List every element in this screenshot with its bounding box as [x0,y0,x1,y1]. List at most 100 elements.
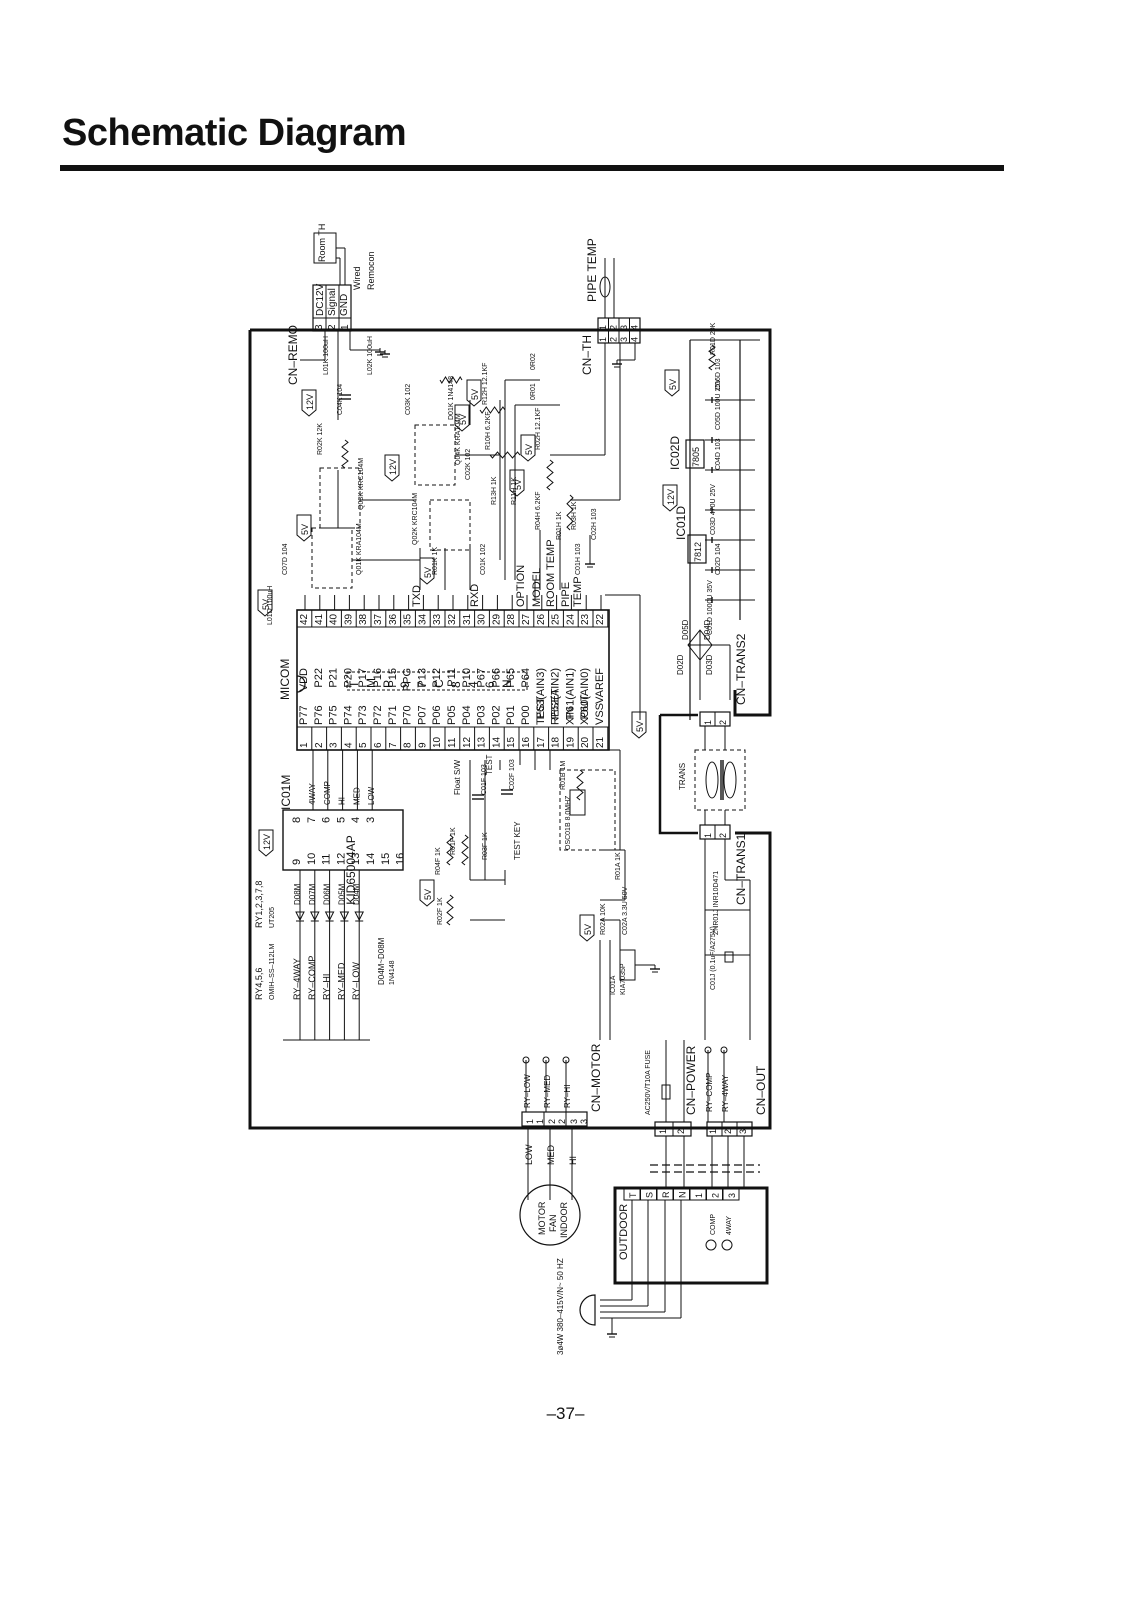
5v-tag: 5V [419,879,435,907]
micom-pin-number: 16 [521,736,532,748]
driver-part-label: KID65004AP [344,835,358,904]
ic02d-label: IC02D [668,436,682,470]
driver-pin-number: 9 [291,859,303,865]
micom-pin-number: 33 [432,613,443,625]
micom-internal-label: T [347,680,361,688]
title-rule [60,165,1004,171]
pin-number: 1 [703,833,713,838]
micom-notch [296,675,306,693]
r01d-label: R01D 20K [710,322,717,355]
cn-th-pin-number: 1 [598,325,608,330]
pin-number: 2 [676,1129,686,1134]
c05d-label: C05D 100U 25V [715,379,722,430]
diode-label: D08M [293,883,302,905]
driver-pin-number: 5 [335,817,347,823]
12v-tag: 12V [301,389,317,417]
voltage-tag-shape [296,514,312,542]
micom-pin-number: 35 [403,613,414,625]
micom-pin-number: 24 [565,613,576,625]
micom-pin-number: 34 [417,613,428,625]
micom-pin-number: 17 [536,736,547,748]
outdoor-terminal-label: 1 [694,1193,704,1198]
driver-pin-number: 3 [365,817,377,823]
c03d-label: C03D 470U 25V [710,484,717,535]
outdoor-unit-box [613,1186,769,1285]
micom-pin-number: 20 [580,736,591,748]
micom-pin-number: 4 [343,742,354,748]
12v-tag: 12V [662,484,678,512]
micom-pin-name: PPG [402,668,414,691]
component-label: C01H 103 [575,543,582,575]
pipe-label: PIPE [560,582,572,607]
voltage-tag-label: 12V [666,489,676,505]
micom-pin-name: P77 [298,705,310,725]
micom-pin-number: 14 [491,736,502,748]
micom-internal-label: 4 [466,681,480,688]
voltage-tag-shape [664,369,680,397]
crystal-icon [569,789,586,816]
relay-group-1-part: UT205 [269,907,276,928]
micom-pin-number: 31 [462,613,473,625]
driver-pin-number: 12 [335,853,347,865]
outdoor-label: OUTDOOR [618,1204,630,1260]
voltage-tag-shape [384,454,400,482]
micom-pin-number: 15 [506,736,517,748]
q03k-box [319,467,361,529]
micom-pin-name: P20 [342,668,354,688]
micom-pin-name: P04 [461,705,473,725]
pin-number: 1 [525,1119,535,1124]
component-label: C03K 102 [405,384,412,415]
outdoor-terminal-label: T [628,1192,638,1198]
component-label: L01D 100uH [267,586,274,625]
transformer-coil [705,761,719,799]
outdoor-terminal-label: S [645,1192,655,1198]
micom-pin-number: 7 [388,742,399,748]
pin-number: 2 [557,1119,567,1124]
micom-pin-name: XOUT [579,694,591,725]
fuse-label: AC250V/T10A FUSE [645,1050,652,1115]
driver-pin-number: 13 [350,853,362,865]
micom-pin-name: P12 [431,668,443,688]
voltage-tag-label: 12V [388,459,398,475]
micom-pin-number: 5 [358,742,369,748]
voltage-tag-shape [257,589,273,617]
motor-label: FAN [548,1214,558,1232]
micom-pin-number: 11 [447,737,458,748]
pin-number: 1 [708,1129,718,1134]
micom-pin-number: 36 [388,613,399,625]
cn-trans2-label: CN–TRANS2 [734,633,748,705]
lamp-icon [721,1239,733,1251]
micom-pin-name: P61(AIN1) [564,668,576,719]
outdoor-terminal [722,1187,740,1201]
c04d-label: C04D 103 [715,438,722,470]
component-label: R02F 1K [437,897,444,925]
motor-label: MOTOR [537,1201,547,1235]
component-label: Q01K KRA104M [356,523,363,575]
component-label: R01A 1K [615,852,622,880]
voltage-tag-label: 5V [458,414,468,425]
q01k-box [311,527,353,589]
component-label: R03H 1K [571,501,578,530]
power-plug-icon [579,1294,596,1326]
relay-group-2-part: OMIH–SS–112LM [269,944,276,1000]
power-relay-label: RY–4WAY [721,1074,730,1112]
cn-remo-label: CN–REMO [286,325,300,385]
ic01d-regulator [687,534,707,564]
micom-internal-label: C [432,679,446,688]
voltage-tag-label: 5V [300,524,310,535]
micom-pin-number: 2 [314,742,325,748]
5v-tag: 5V [509,469,525,497]
motor-relay-label: RY–MED [543,1075,552,1108]
diode-range-label: D04M~D08M [377,937,386,985]
cn-remo-pin-label: DC12V [315,283,326,316]
driver-pin-number: 7 [306,817,318,823]
relay-contact-icon [542,1056,550,1064]
voltage-tag-label: 5V [261,599,271,610]
pin-number: 2 [723,1129,733,1134]
component-label: OSC01B 8.0MHZ [565,795,572,850]
outdoor-terminal-label: R [661,1191,671,1198]
room-th-label: Room TH [317,224,327,262]
motor-relay-label: RY–HI [563,1085,572,1108]
resistor [566,494,574,531]
component-label: R13H 1K [491,476,498,505]
